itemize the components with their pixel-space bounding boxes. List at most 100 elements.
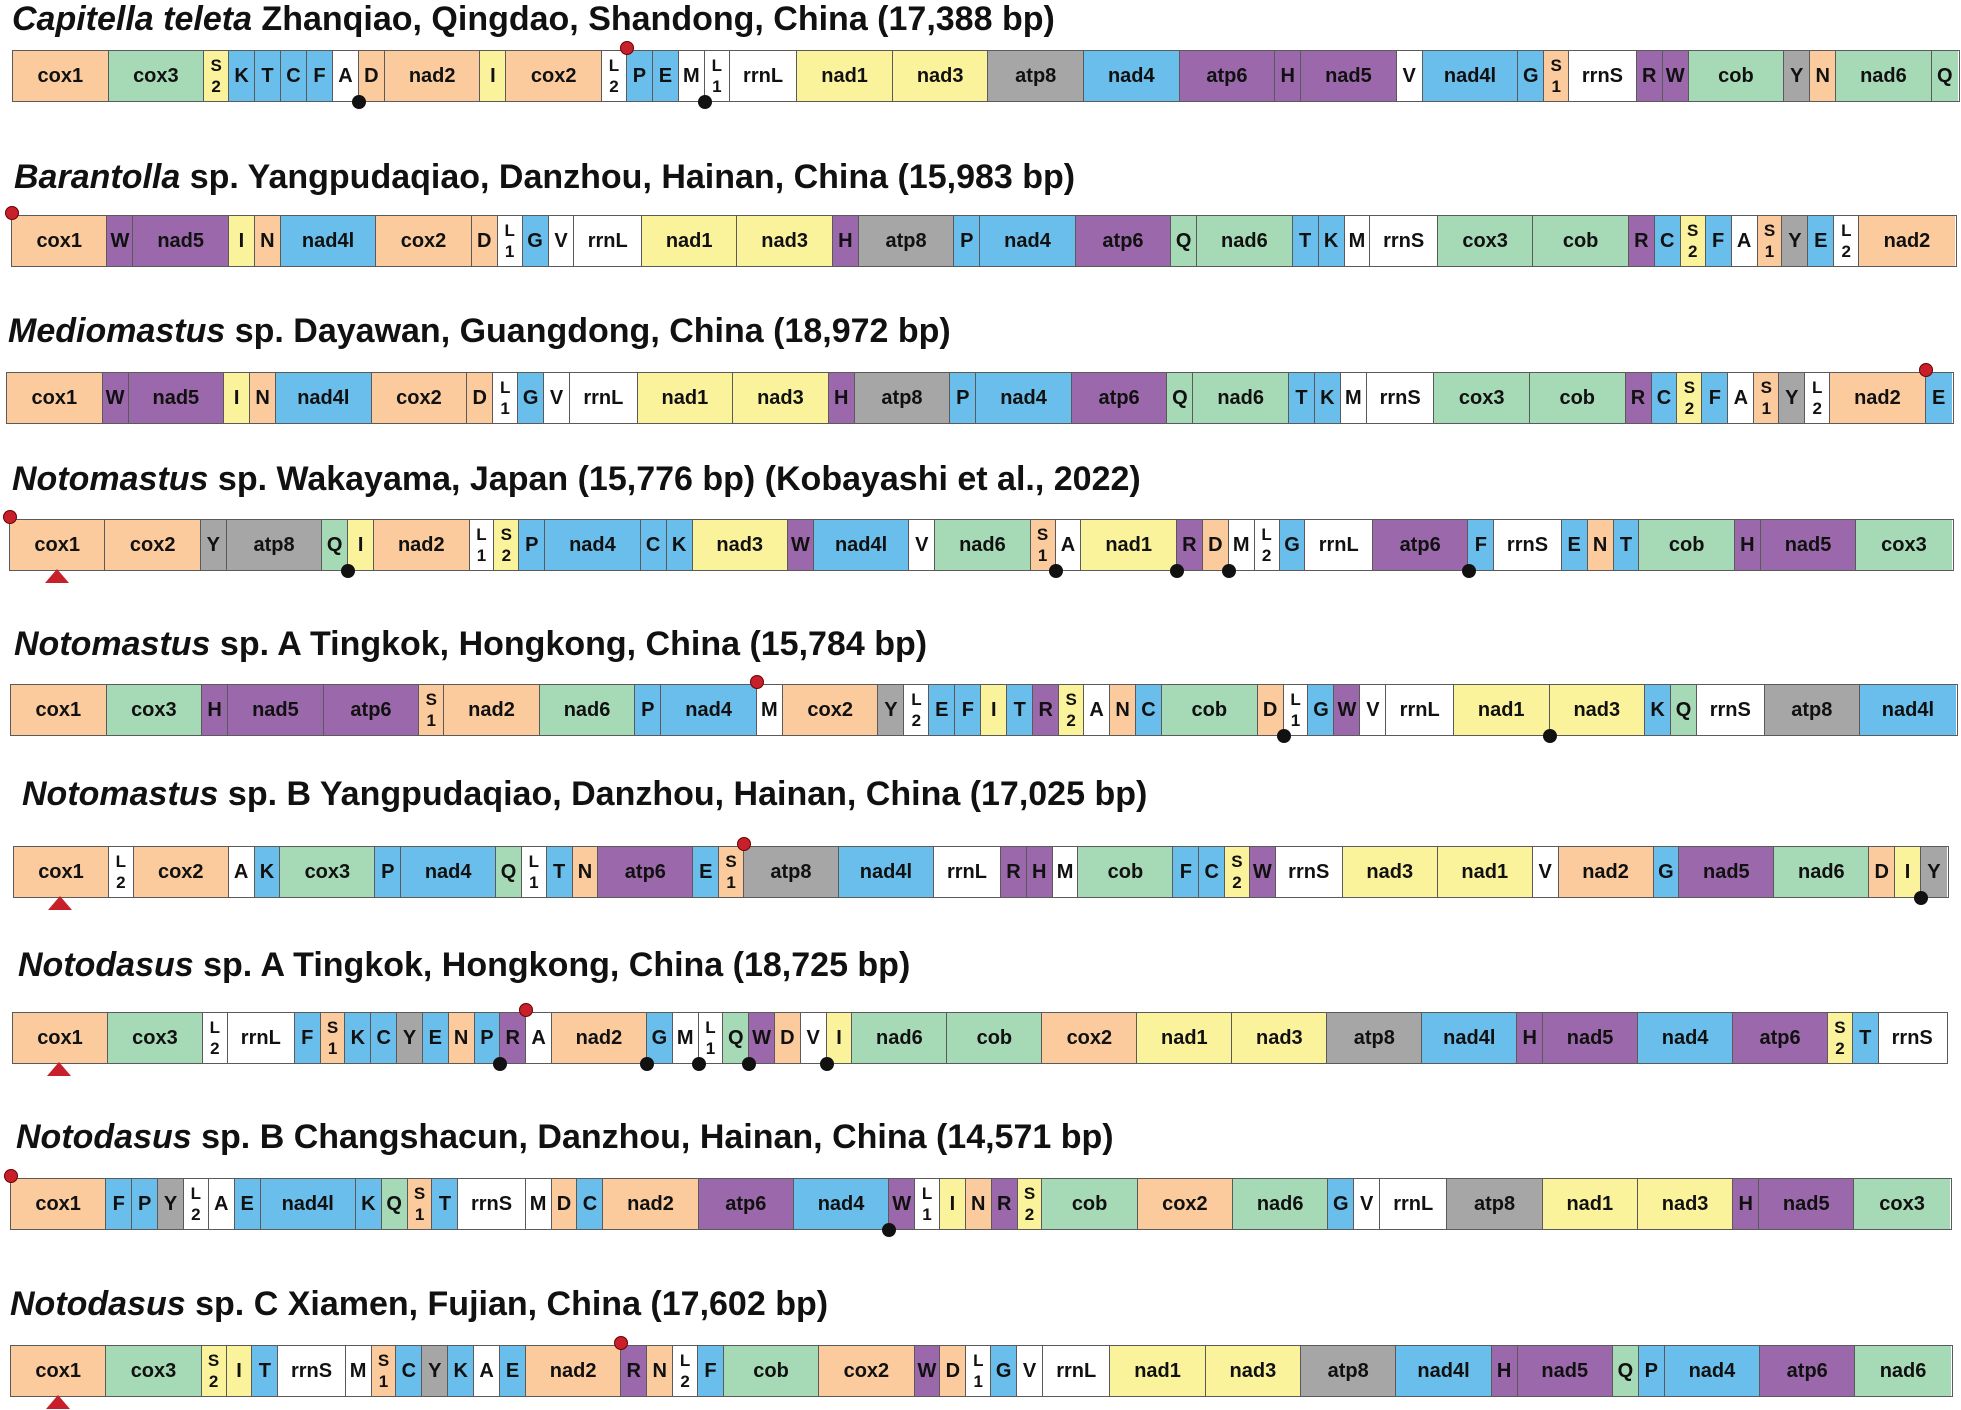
gene-label: M <box>349 1359 367 1382</box>
gene-i: I <box>226 1346 253 1396</box>
gene-label: D <box>476 229 492 252</box>
gene-label: cox2 <box>129 533 176 556</box>
gene-label: nad4l <box>297 386 350 409</box>
gene-subscript: 2 <box>680 1372 690 1391</box>
gene-label: cox3 <box>1879 1192 1925 1215</box>
gene-label: nad1 <box>1134 1359 1181 1382</box>
black-marker <box>1914 891 1929 905</box>
gene-nad1: nad1 <box>1081 520 1177 570</box>
gene-cox3: cox3 <box>106 685 203 735</box>
gene-label: F <box>112 1192 125 1215</box>
gene-t: T <box>252 1346 279 1396</box>
gene-label: nad3 <box>1573 698 1621 721</box>
gene-label: E <box>1814 229 1828 252</box>
gene-letter: S <box>1683 378 1696 397</box>
gene-cob: cob <box>1529 373 1626 423</box>
gene-c: C <box>396 1346 423 1396</box>
gene-label: I <box>990 698 997 721</box>
gene-label: rrnL <box>240 1026 281 1049</box>
gene-m: M <box>1340 373 1367 423</box>
gene-nad1: nad1 <box>1137 1013 1233 1063</box>
gene-letter: L <box>499 378 511 397</box>
gene-label: P <box>641 698 655 721</box>
black-marker <box>351 95 366 109</box>
gene-label: K <box>350 1026 366 1049</box>
gene-p: P <box>626 51 653 101</box>
gene-label: nad5 <box>1703 860 1750 883</box>
gene-label: G <box>1332 1192 1349 1215</box>
gene-i: I <box>228 216 255 266</box>
gene-w: W <box>787 520 814 570</box>
gene-y: Y <box>1920 847 1947 897</box>
gene-label: T <box>1299 229 1312 252</box>
gene-label: F <box>961 698 974 721</box>
gene-nad4: nad4 <box>1638 1013 1734 1063</box>
gene-label: A <box>214 1192 229 1215</box>
gene-atp6: atp6 <box>323 685 420 735</box>
gene-label: nad2 <box>575 1026 623 1049</box>
gene-cob: cob <box>723 1346 820 1396</box>
gene-nad5: nad5 <box>1301 51 1397 101</box>
gene-label: H <box>1032 860 1047 883</box>
genome-details: sp. A Tingkok, Hongkong, China (18,725 b… <box>193 946 911 984</box>
gene-label: T <box>261 64 274 87</box>
black-marker <box>1048 564 1063 578</box>
gene-cox1: cox1 <box>12 216 108 266</box>
gene-label: D <box>1208 533 1223 556</box>
gene-label: cox2 <box>157 860 204 883</box>
gene-e: E <box>929 685 956 735</box>
genome-genus: Mediomastus <box>8 312 226 350</box>
gene-rrns: rrnS <box>1275 847 1343 897</box>
gene-label: nad4 <box>1688 1359 1736 1382</box>
gene-nad4l: nad4l <box>1422 1013 1518 1063</box>
gene-i: I <box>480 51 507 101</box>
gene-rrns: rrnS <box>1697 685 1765 735</box>
genome-title: Capitella teleta Zhanqiao, Qingdao, Shan… <box>12 0 1055 39</box>
gene-label: nad4 <box>1000 386 1047 409</box>
gene-cox2: cox2 <box>1042 1013 1138 1063</box>
gene-label: atp6 <box>1399 533 1441 556</box>
gene-g: G <box>1518 51 1545 101</box>
gene-label: E <box>505 1359 520 1382</box>
gene-label: Q <box>500 860 517 883</box>
gene-label: nad4l <box>834 533 888 556</box>
gene-label: rrnL <box>1393 1192 1434 1215</box>
gene-label: F <box>1712 229 1725 252</box>
gene-label: H <box>1522 1026 1537 1049</box>
gene-subscript: 1 <box>500 399 510 418</box>
gene-label: rrnS <box>290 1359 333 1382</box>
gene-letter: L <box>711 56 722 75</box>
gene-d: D <box>774 1013 801 1063</box>
gene-n: N <box>965 1179 992 1229</box>
gene-label: T <box>1295 386 1308 409</box>
gene-label: nad5 <box>152 386 200 409</box>
gene-p: P <box>1638 1346 1665 1396</box>
gene-cox3: cox3 <box>108 51 205 101</box>
gene-label: V <box>1359 1192 1374 1215</box>
gene-rrnl: rrnL <box>933 847 1002 897</box>
gene-q: Q <box>1612 1346 1639 1396</box>
gene-label: E <box>935 698 949 721</box>
genome-title: Notodasus sp. C Xiamen, Fujian, China (1… <box>10 1285 828 1324</box>
gene-cox3: cox3 <box>106 1346 202 1396</box>
gene-label: rrnS <box>470 1192 513 1215</box>
gene-label: cob <box>976 1026 1013 1049</box>
gene-nad2: nad2 <box>603 1179 699 1229</box>
gene-label: nad5 <box>157 229 204 252</box>
gene-label: K <box>1320 386 1335 409</box>
gene-h: H <box>1733 1179 1760 1229</box>
gene-label: Q <box>1675 698 1692 721</box>
gene-letter: L <box>705 1018 716 1037</box>
gene-k: K <box>1318 216 1345 266</box>
gene-label: C <box>1660 229 1675 252</box>
gene-label: M <box>1348 229 1366 252</box>
gene-rrnl: rrnL <box>574 216 642 266</box>
gene-label: nad6 <box>1221 229 1268 252</box>
genome-genus: Capitella teleta <box>12 0 252 38</box>
